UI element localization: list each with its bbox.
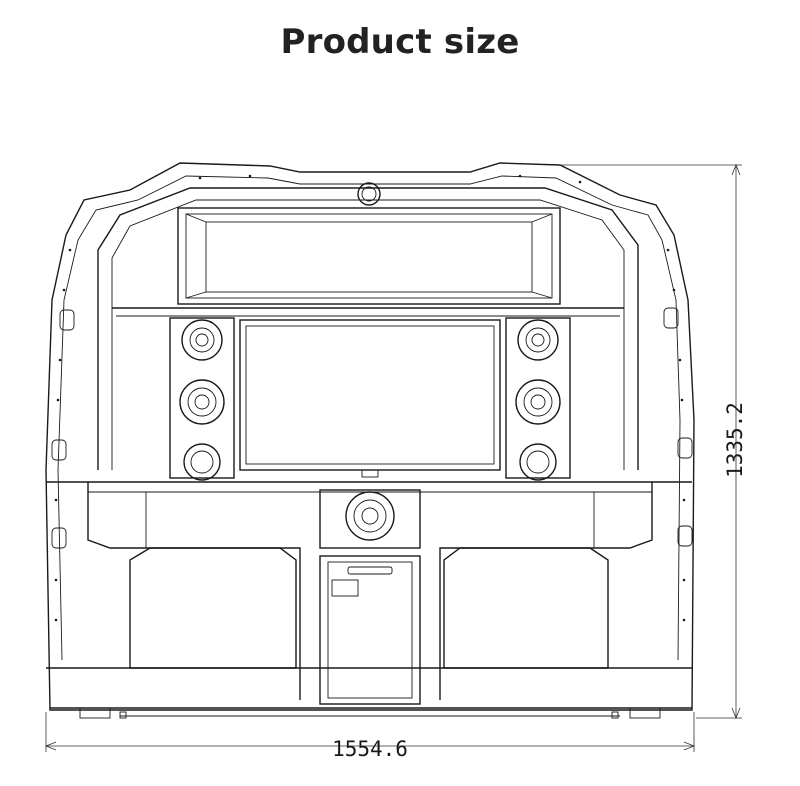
width-dimension xyxy=(44,712,696,752)
width-dimension-label: 1554.6 xyxy=(332,737,408,761)
mounting-slots xyxy=(51,307,693,549)
left-speaker-cone-bottom xyxy=(183,443,221,481)
left-speaker-column xyxy=(169,317,235,481)
right-speaker-column xyxy=(505,317,571,481)
height-dimension xyxy=(560,163,742,720)
top-camera xyxy=(357,182,381,206)
hood-frame xyxy=(97,187,639,470)
main-screen xyxy=(239,319,501,478)
rivet-dots xyxy=(54,174,686,622)
page-title: Product size xyxy=(280,22,520,62)
top-display-panel xyxy=(177,207,561,305)
left-door xyxy=(129,547,297,669)
right-door xyxy=(443,547,609,669)
right-speaker-cone-top xyxy=(517,319,559,361)
right-speaker-cone-bottom xyxy=(519,443,557,481)
left-speaker-cone-mid xyxy=(179,379,225,425)
right-speaker-cone-mid xyxy=(515,379,561,425)
cabinet-outline xyxy=(45,162,695,711)
height-dimension-label: 1335.2 xyxy=(723,402,747,478)
left-speaker-cone-top xyxy=(181,319,223,361)
hood-frame-inner xyxy=(111,199,625,470)
storage-drawer xyxy=(319,555,421,705)
console-body xyxy=(46,481,692,700)
center-speaker xyxy=(319,489,421,549)
cabinet-inner-edge xyxy=(57,175,681,661)
